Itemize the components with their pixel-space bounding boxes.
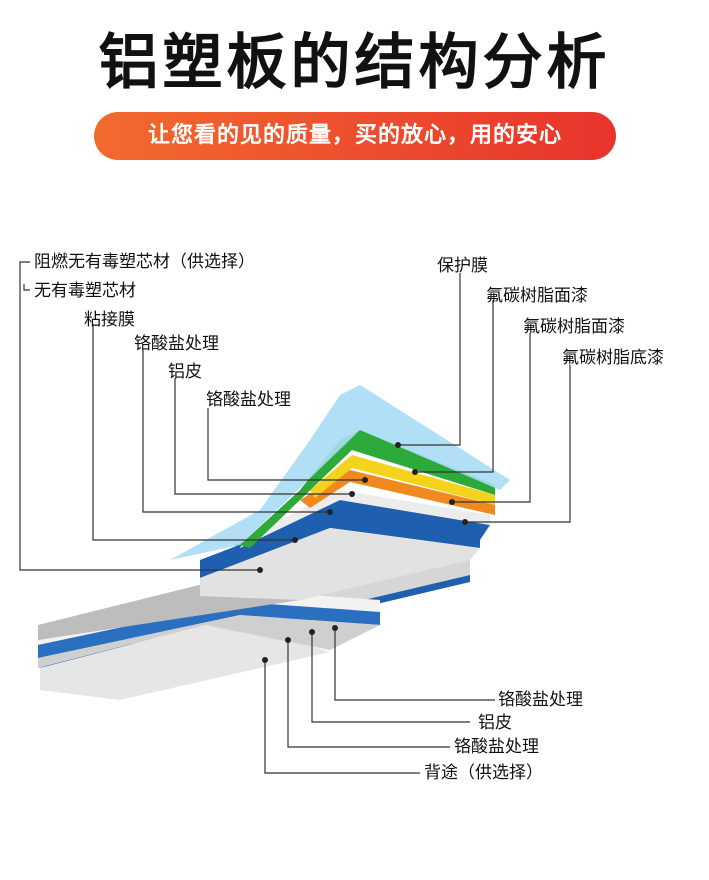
layer-mid-white — [200, 528, 480, 600]
label-aluminum-skin: 铝皮 — [168, 362, 202, 382]
label-adhesive-film: 粘接膜 — [84, 310, 135, 330]
layer-lower-white — [38, 590, 380, 645]
label-nontoxic-core: 无有毒塑芯材 — [34, 281, 136, 301]
layer-protective-film — [170, 385, 510, 560]
label-fluoro-topcoat-2: 氟碳树脂面漆 — [523, 317, 625, 337]
leader-lines — [19, 261, 571, 774]
label-chromate-3: 铬酸盐处理 — [498, 690, 583, 710]
leader-dots — [257, 442, 468, 663]
label-fluoro-topcoat-1: 氟碳树脂面漆 — [486, 286, 588, 306]
label-protective-film: 保护膜 — [437, 256, 488, 276]
layer-white-top — [240, 490, 490, 548]
layer-core-side — [40, 625, 330, 700]
layer-orange-coat — [300, 470, 495, 515]
label-back-coating: 背途（供选择） — [424, 763, 543, 783]
label-chromate-2: 铬酸盐处理 — [206, 390, 291, 410]
page-title: 铝塑板的结构分析 — [98, 28, 611, 98]
label-fireproof-core: 阻燃无有毒塑芯材（供选择） — [34, 252, 255, 272]
layer-lower-grey — [38, 615, 380, 668]
layer-yellow-coat — [310, 455, 495, 505]
label-aluminum-skin-2: 铝皮 — [478, 713, 512, 733]
layer-lower-blue — [38, 602, 380, 658]
label-chromate-1: 铬酸盐处理 — [134, 334, 219, 354]
label-fluoro-primer: 氟碳树脂底漆 — [562, 348, 664, 368]
label-chromate-4: 铬酸盐处理 — [454, 737, 539, 757]
subtitle-banner: 让您看的见的质量，买的放心，用的安心 — [94, 112, 616, 160]
layer-blue-skin — [235, 500, 490, 560]
